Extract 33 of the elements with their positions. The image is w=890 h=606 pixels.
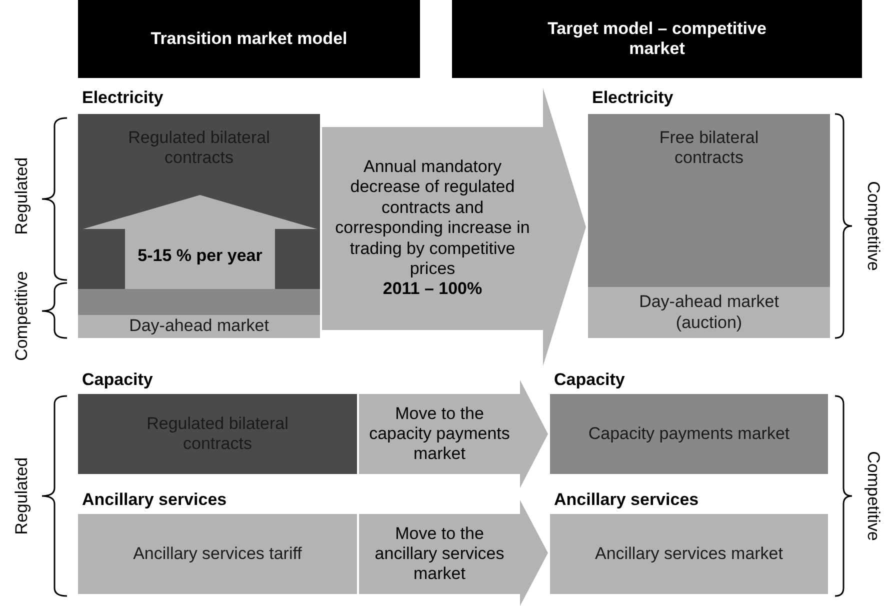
box-text: Day-ahead market	[128, 316, 270, 337]
box-text: Capacity payments market	[588, 424, 790, 444]
column-header	[452, 0, 862, 78]
market-box	[588, 287, 830, 338]
block-arrow	[322, 88, 586, 366]
section-heading: Electricity	[82, 88, 164, 108]
side-label: Competitive	[12, 271, 32, 361]
edge-label: Move to the ancillary services market	[374, 524, 506, 585]
section-heading: Electricity	[592, 88, 674, 108]
block-arrow	[359, 500, 548, 606]
edge-label: Annual mandatory decrease of regulated contracts and corresponding increase in trading by competitive prices 2011 – 100%	[334, 157, 531, 300]
side-label: Regulated	[12, 157, 32, 235]
box-text: Day-ahead market (auction)	[638, 292, 780, 333]
market-box	[78, 315, 320, 338]
box-text: Free bilateral contracts	[658, 128, 760, 169]
market-band	[78, 289, 320, 315]
block-arrow	[359, 380, 548, 488]
block-arrow	[83, 195, 317, 289]
market-box	[588, 114, 830, 287]
section-heading: Ancillary services	[554, 490, 699, 510]
header-text: Transition market model	[150, 28, 348, 50]
box-text: Ancillary services tariff	[133, 544, 302, 564]
column-header	[78, 0, 420, 78]
side-label: Competitive	[863, 181, 883, 271]
box-text: Ancillary services market	[595, 544, 783, 564]
edge-label: 5-15 % per year	[136, 246, 264, 266]
edge-label: Move to the capacity payments market	[368, 404, 511, 465]
section-heading: Ancillary services	[82, 490, 227, 510]
section-heading: Capacity	[82, 370, 153, 390]
section-heading: Capacity	[554, 370, 625, 390]
header-text: Target model – competitive market	[546, 18, 768, 60]
side-label: Competitive	[863, 451, 883, 541]
side-label: Regulated	[12, 457, 32, 535]
